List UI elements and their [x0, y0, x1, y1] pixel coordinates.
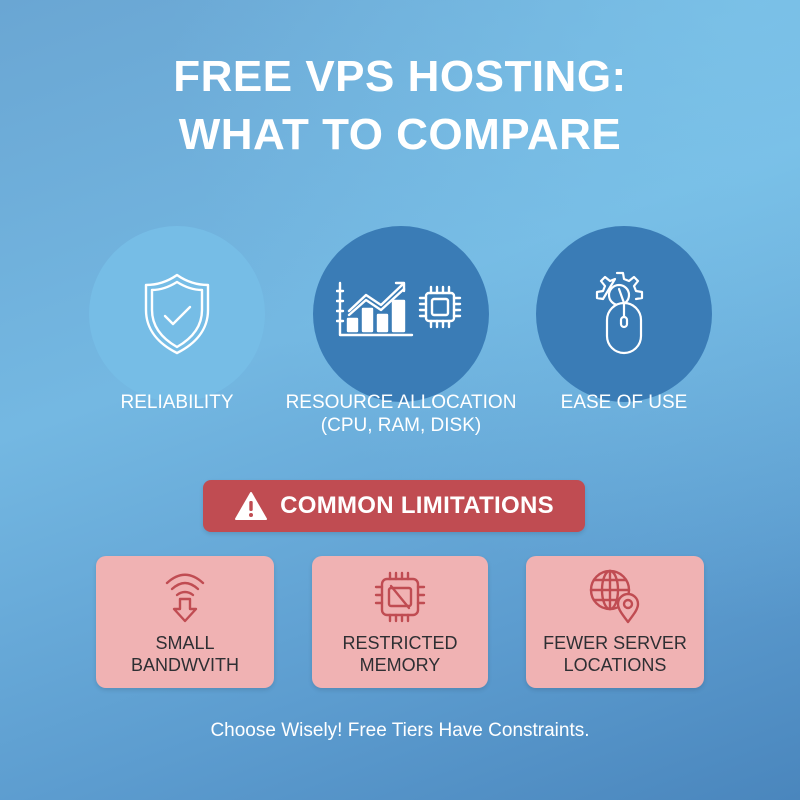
- feature-label-reliability: RELIABILITY: [89, 391, 265, 414]
- card-label: RESTRICTED MEMORY: [342, 632, 457, 676]
- banner-label: COMMON LIMITATIONS: [280, 492, 554, 519]
- limitation-card-bandwidth: SMALL BANDWVITH: [96, 556, 274, 688]
- title-line-1: FREE VPS HOSTING:: [173, 52, 627, 101]
- warning-triangle-icon: [235, 492, 268, 520]
- card-label-line: BANDWVITH: [131, 655, 239, 675]
- limitation-card-locations: FEWER SERVER LOCATIONS: [526, 556, 704, 688]
- feature-resource-circle: [313, 226, 489, 402]
- feature-label-line: RELIABILITY: [120, 392, 234, 413]
- chip-restricted-icon: [374, 571, 426, 623]
- card-label: FEWER SERVER LOCATIONS: [543, 632, 687, 676]
- feature-label-line: EASE OF USE: [560, 392, 688, 413]
- feature-label-line: (CPU, RAM, DISK): [320, 415, 482, 436]
- globe-location-icon: [589, 569, 640, 624]
- feature-ease-circle: [536, 226, 712, 402]
- limitation-card-memory: RESTRICTED MEMORY: [312, 556, 488, 688]
- title-line-2: WHAT TO COMPARE: [178, 110, 622, 159]
- footer-note: Choose Wisely! Free Tiers Have Constrain…: [210, 720, 590, 741]
- card-label: SMALL BANDWVITH: [131, 632, 239, 676]
- card-label-line: MEMORY: [359, 655, 441, 675]
- feature-label-resource-allocation: RESOURCE ALLOCATION (CPU, RAM, DISK): [270, 391, 532, 437]
- card-label-line: LOCATIONS: [563, 655, 667, 675]
- feature-label-line: RESOURCE ALLOCATION: [285, 392, 517, 413]
- card-label-line: FEWER SERVER: [543, 633, 687, 653]
- gear-mouse-icon: [595, 271, 644, 355]
- common-limitations-banner: COMMON LIMITATIONS: [203, 480, 585, 532]
- feature-label-ease-of-use: EASE OF USE: [536, 391, 712, 414]
- wifi-download-icon: [165, 573, 205, 623]
- bar-chart-cpu-icon: [336, 281, 462, 337]
- feature-reliability-circle: [89, 226, 265, 402]
- card-label-line: RESTRICTED: [342, 633, 458, 653]
- card-label-line: SMALL: [155, 633, 215, 653]
- shield-check-icon: [144, 273, 210, 355]
- page-title: FREE VPS HOSTING: WHAT TO COMPARE: [0, 48, 800, 164]
